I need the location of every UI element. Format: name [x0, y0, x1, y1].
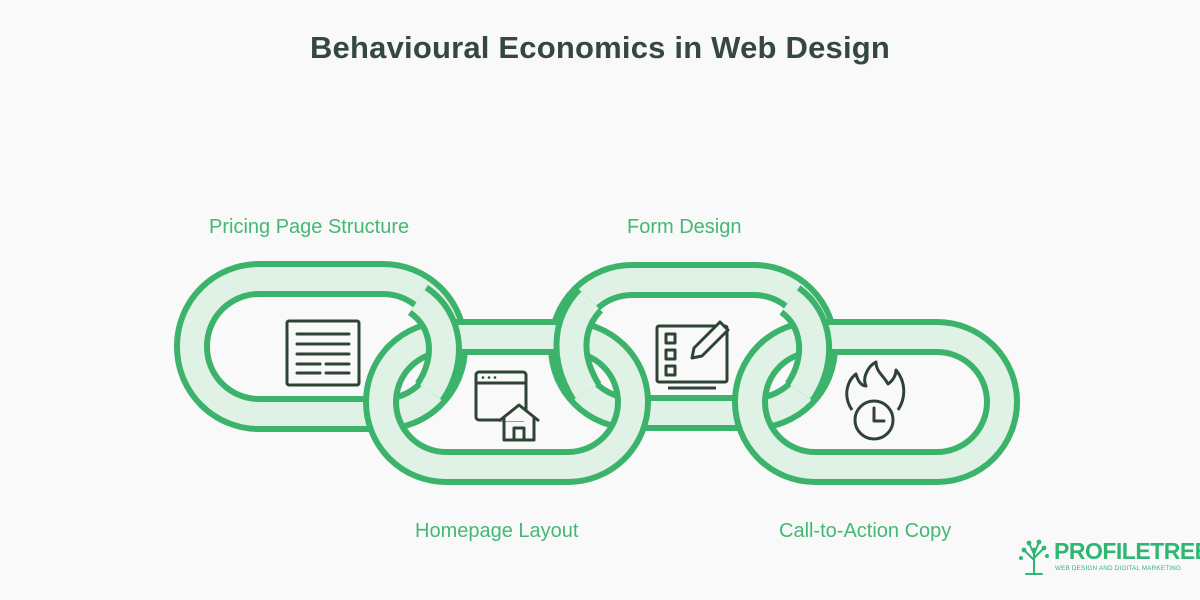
logo-name: PROFILETREE: [1054, 538, 1200, 564]
chain-interlock-3: [778, 285, 833, 403]
logo-tagline: WEB DESIGN AND DIGITAL MARKETING: [1055, 565, 1182, 572]
page-title: Behavioural Economics in Web Design: [309, 30, 891, 65]
profiletree-logo[interactable]: PROFILETREE WEB DESIGN AND DIGITAL MARKE…: [1018, 536, 1200, 580]
chain-interlock-1: [406, 285, 462, 403]
chain-link-homepage: [363, 319, 651, 485]
chain-interlock-2: [553, 287, 604, 402]
tree-icon: [1019, 539, 1049, 575]
link-label-form: Form Design: [627, 216, 742, 238]
link-label-homepage: Homepage Layout: [415, 520, 579, 542]
chain-link-cta: [732, 319, 1020, 485]
link-label-cta: Call-to-Action Copy: [779, 520, 952, 542]
link-label-pricing: Pricing Page Structure: [209, 216, 410, 238]
homepage-icon: [474, 370, 540, 442]
form-design-icon: [655, 320, 730, 390]
pricing-page-icon: [285, 319, 361, 387]
cta-fire-clock-icon: [845, 360, 906, 441]
